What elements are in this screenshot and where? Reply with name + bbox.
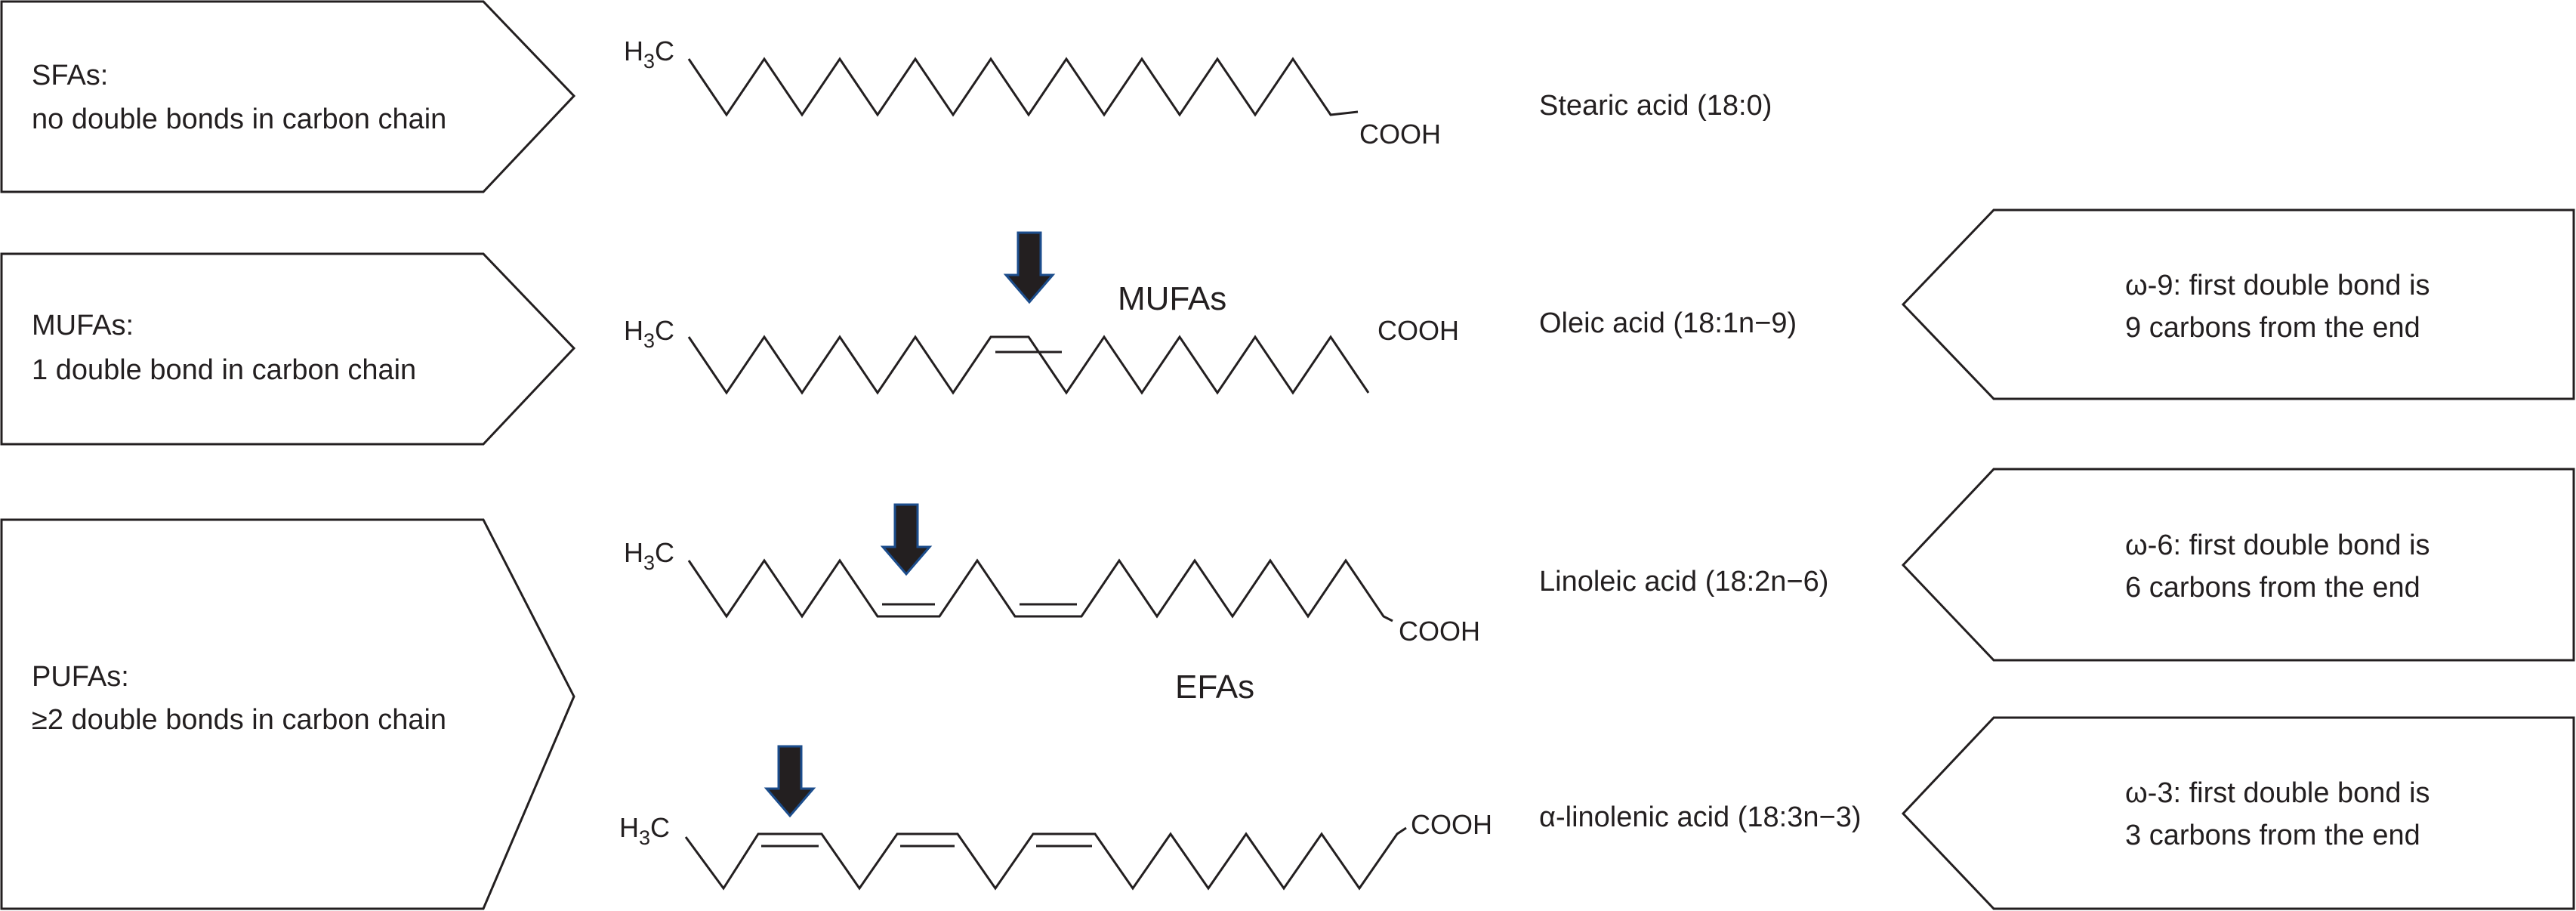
carboxyl-group-label: COOH bbox=[1377, 315, 1459, 346]
methyl-group-label: H3C bbox=[624, 537, 674, 574]
methyl-group-label: H3C bbox=[624, 315, 674, 352]
sfa-box: SFAs: no double bonds in carbon chain bbox=[0, 0, 576, 193]
alpha-linolenic-acid-structure: H3C COOH bbox=[619, 745, 1492, 891]
omega-3-line-1: ω-3: first double bond is bbox=[2125, 777, 2430, 809]
oleic-acid-label: Oleic acid (18:1n−9) bbox=[1539, 307, 1797, 339]
carbon-chain bbox=[687, 57, 1359, 117]
omega-3-box-shape bbox=[1901, 716, 2575, 910]
mufa-box: MUFAs: 1 double bond in carbon chain bbox=[0, 252, 576, 446]
pufa-description: ≥2 double bonds in carbon chain bbox=[32, 704, 446, 736]
omega-6-line-1: ω-6: first double bond is bbox=[2125, 530, 2430, 561]
stearic-acid-label: Stearic acid (18:0) bbox=[1539, 90, 1772, 122]
omega-6-line-2: 6 carbons from the end bbox=[2125, 572, 2420, 604]
carboxyl-group-label: COOH bbox=[1399, 616, 1480, 647]
linoleic-acid-label: Linoleic acid (18:2n−6) bbox=[1539, 566, 1828, 598]
pufa-box-shape bbox=[0, 518, 575, 910]
omega-9-box-shape bbox=[1901, 208, 2575, 400]
carbon-chain bbox=[687, 335, 1370, 395]
methyl-group-label: H3C bbox=[624, 36, 674, 73]
mufa-description: 1 double bond in carbon chain bbox=[32, 354, 416, 386]
mufa-group-label: MUFAs bbox=[1118, 280, 1226, 317]
mufa-title: MUFAs: bbox=[32, 310, 134, 341]
carboxyl-group-label: COOH bbox=[1411, 809, 1492, 840]
pufa-title: PUFAs: bbox=[32, 661, 129, 693]
methyl-group-label: H3C bbox=[619, 812, 670, 849]
carbon-chain bbox=[687, 558, 1393, 622]
linoleic-acid-structure: H3C COOH EFAs bbox=[624, 503, 1480, 706]
carbon-chain bbox=[684, 826, 1407, 891]
omega-6-box-shape bbox=[1901, 468, 2575, 662]
down-arrow-icon bbox=[1003, 231, 1056, 304]
efa-group-label: EFAs bbox=[1175, 669, 1254, 706]
sfa-title: SFAs: bbox=[32, 60, 108, 91]
omega-3-box: ω-3: first double bond is 3 carbons from… bbox=[1901, 716, 2575, 910]
pufa-box: PUFAs: ≥2 double bonds in carbon chain bbox=[0, 518, 575, 910]
down-arrow-icon bbox=[764, 745, 816, 818]
stearic-acid-structure: H3C COOH bbox=[624, 36, 1441, 150]
omega-9-box: ω-9: first double bond is 9 carbons from… bbox=[1901, 208, 2575, 400]
alpha-linolenic-acid-label: α-linolenic acid (18:3n−3) bbox=[1539, 801, 1861, 833]
omega-9-line-2: 9 carbons from the end bbox=[2125, 312, 2420, 344]
sfa-description: no double bonds in carbon chain bbox=[32, 103, 446, 135]
omega-6-box: ω-6: first double bond is 6 carbons from… bbox=[1901, 468, 2575, 662]
omega-9-line-1: ω-9: first double bond is bbox=[2125, 270, 2430, 301]
carboxyl-group-label: COOH bbox=[1359, 119, 1441, 150]
down-arrow-icon bbox=[880, 503, 933, 576]
omega-3-line-2: 3 carbons from the end bbox=[2125, 820, 2420, 851]
mufa-box-shape bbox=[0, 252, 576, 446]
sfa-box-shape bbox=[0, 0, 576, 193]
oleic-acid-structure: H3C COOH MUFAs bbox=[624, 231, 1459, 395]
